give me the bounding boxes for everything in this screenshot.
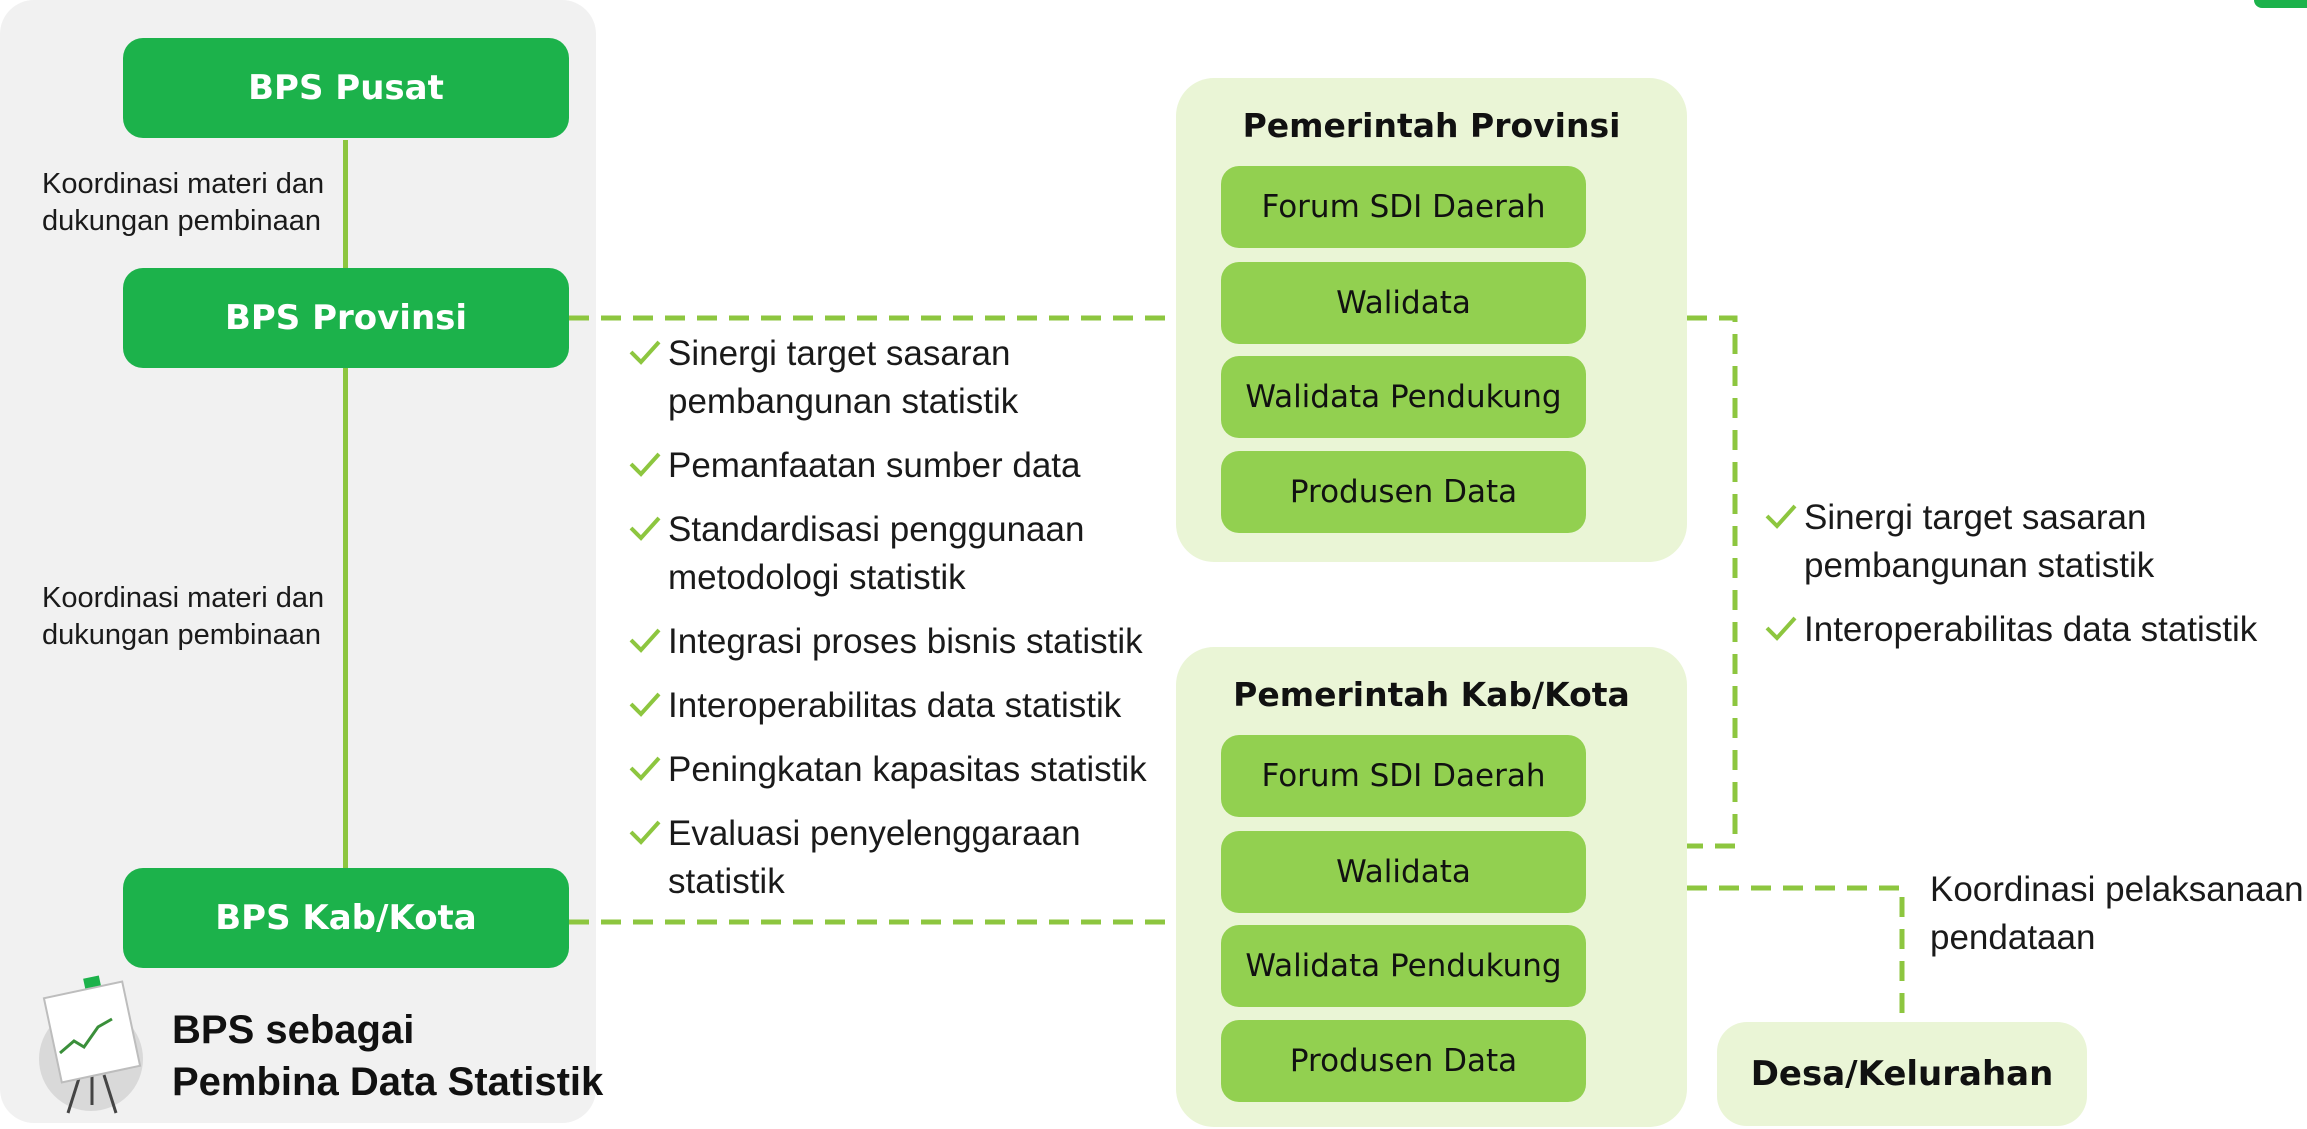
check-icon <box>629 692 661 717</box>
check-icon <box>1765 616 1797 641</box>
pemerintah-kabkota-title: Pemerintah Kab/Kota <box>1233 675 1630 714</box>
check-icon <box>629 756 661 781</box>
check-icon <box>1765 504 1797 529</box>
check-icon <box>629 340 661 365</box>
check-item: Sinergi target sasaran pembangunan stati… <box>1764 494 2257 590</box>
bps-provinsi-box: BPS Provinsi <box>123 268 569 368</box>
connector-prov-kab <box>1687 315 1738 849</box>
coord-note-pusat-provinsi: Koordinasi materi dan dukungan pembinaan <box>42 168 325 237</box>
provinsi-item-walidata: Walidata <box>1221 262 1586 344</box>
kabkota-item-walidata: Walidata <box>1221 831 1586 913</box>
check-item: Interoperabilitas data statistik <box>628 682 1147 730</box>
bps-kabkota-box: BPS Kab/Kota <box>123 868 569 968</box>
pemerintah-provinsi-title: Pemerintah Provinsi <box>1242 106 1621 145</box>
provinsi-item-produsen-data: Produsen Data <box>1221 451 1586 533</box>
check-item: Evaluasi penyelenggaraan statistik <box>628 810 1147 906</box>
check-icon <box>629 820 661 845</box>
desa-kelurahan-box: Desa/Kelurahan <box>1717 1022 2087 1126</box>
kabkota-item-walidata-pendukung: Walidata Pendukung <box>1221 925 1586 1007</box>
coord-note-provinsi-kabkota: Koordinasi materi dan dukungan pembinaan <box>42 582 325 651</box>
pembina-title: BPS sebagai Pembina Data Statistik <box>172 1008 604 1104</box>
provinsi-item-walidata-pendukung: Walidata Pendukung <box>1221 356 1586 438</box>
right-check-list: Sinergi target sasaran pembangunan stati… <box>1764 494 2257 654</box>
kabkota-item-produsen-data: Produsen Data <box>1221 1020 1586 1102</box>
check-item: Pemanfaatan sumber data <box>628 442 1147 490</box>
middle-check-list: Sinergi target sasaran pembangunan stati… <box>628 330 1147 906</box>
provinsi-item-forum-sdi: Forum SDI Daerah <box>1221 166 1586 248</box>
check-item: Sinergi target sasaran pembangunan stati… <box>628 330 1147 426</box>
check-icon <box>629 516 661 541</box>
bps-pusat-box: BPS Pusat <box>123 38 569 138</box>
check-item: Integrasi proses bisnis statistik <box>628 618 1147 666</box>
desa-coord-note: Koordinasi pelaksanaan pendataan <box>1930 870 2304 957</box>
vertical-line-provinsi-kabkota <box>343 368 348 868</box>
check-item: Standardisasi penggunaan metodologi stat… <box>628 506 1147 602</box>
check-item: Interoperabilitas data statistik <box>1764 606 2257 654</box>
check-item: Peningkatan kapasitas statistik <box>628 746 1147 794</box>
check-icon <box>629 628 661 653</box>
corner-badge <box>2254 0 2307 8</box>
vertical-line-pusat-provinsi <box>343 140 348 268</box>
connector-desa <box>1687 885 1905 1022</box>
presentation-board-icon <box>38 975 144 1115</box>
kabkota-item-forum-sdi: Forum SDI Daerah <box>1221 735 1586 817</box>
check-icon <box>629 452 661 477</box>
